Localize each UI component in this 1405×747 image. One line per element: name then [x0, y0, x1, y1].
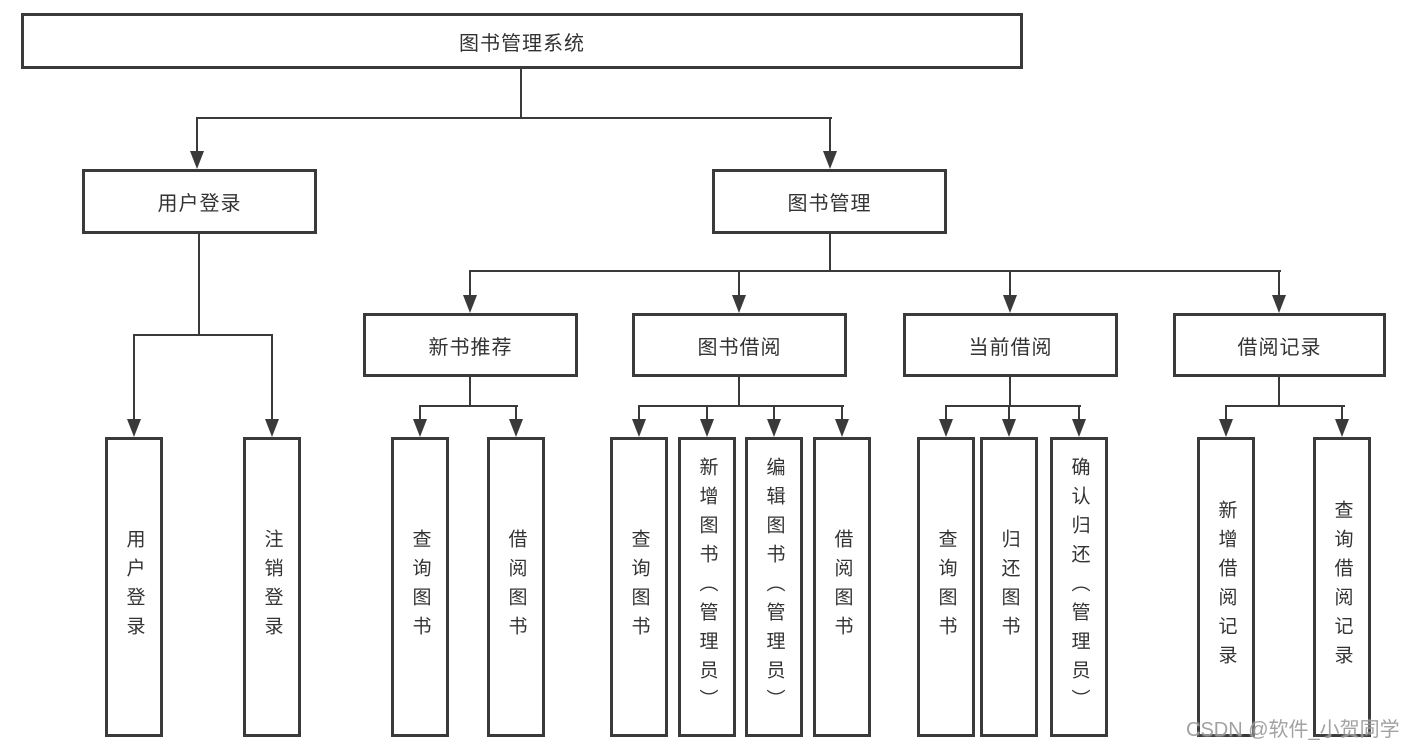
connector-line: [419, 405, 518, 407]
arrow-down-icon: [1335, 419, 1349, 437]
connector-line: [271, 334, 273, 420]
connector-line: [520, 68, 522, 118]
arrow-down-icon: [127, 419, 141, 437]
connector-line: [738, 376, 740, 407]
connector-line: [419, 405, 421, 420]
leaf-user-login: 用户登录: [105, 437, 163, 737]
arrow-down-icon: [767, 419, 781, 437]
arrow-down-icon: [835, 419, 849, 437]
connector-line: [515, 405, 517, 420]
connector-line: [1009, 270, 1011, 296]
connector-line: [738, 270, 740, 296]
connector-line: [945, 405, 1081, 407]
connector-line: [1008, 405, 1010, 420]
connector-line: [829, 117, 831, 152]
root-node: 图书管理系统: [21, 13, 1023, 69]
connector-line: [469, 270, 1281, 272]
node-book-borrowing: 图书借阅: [632, 313, 847, 377]
connector-line: [198, 233, 200, 336]
node-new-book-recommendation: 新书推荐: [363, 313, 578, 377]
leaf-add-book-admin: 新增图书（管理员）: [678, 437, 736, 737]
arrow-down-icon: [463, 295, 477, 313]
arrow-down-icon: [732, 295, 746, 313]
leaf-return-books: 归还图书: [980, 437, 1038, 737]
connector-line: [945, 405, 947, 420]
connector-line: [1225, 405, 1227, 420]
leaf-confirm-return-admin: 确认归还（管理员）: [1050, 437, 1108, 737]
connector-line: [841, 405, 843, 420]
connector-line: [773, 405, 775, 420]
leaf-query-borrow-record: 查询借阅记录: [1313, 437, 1371, 737]
leaf-borrow-books-recommend: 借阅图书: [487, 437, 545, 737]
leaf-logout: 注销登录: [243, 437, 301, 737]
connector-line: [1009, 376, 1011, 407]
arrow-down-icon: [413, 419, 427, 437]
leaf-query-books-borrowing: 查询图书: [610, 437, 668, 737]
leaf-query-books-recommend: 查询图书: [391, 437, 449, 737]
connector-line: [469, 376, 471, 407]
arrow-down-icon: [1003, 295, 1017, 313]
arrow-down-icon: [939, 419, 953, 437]
node-current-borrowing: 当前借阅: [903, 313, 1118, 377]
leaf-borrow-books-borrowing: 借阅图书: [813, 437, 871, 737]
connector-line: [1278, 376, 1280, 407]
leaf-edit-book-admin: 编辑图书（管理员）: [745, 437, 803, 737]
arrow-down-icon: [265, 419, 279, 437]
connector-line: [1225, 405, 1345, 407]
arrow-down-icon: [1002, 419, 1016, 437]
node-book-management: 图书管理: [712, 169, 947, 234]
arrow-down-icon: [1272, 295, 1286, 313]
connector-line: [133, 334, 273, 336]
connector-line: [638, 405, 844, 407]
arrow-down-icon: [632, 419, 646, 437]
watermark: CSDN @软件_小贺同学: [1186, 719, 1400, 741]
connector-line: [829, 233, 831, 272]
connector-line: [196, 117, 832, 119]
leaf-query-books-current: 查询图书: [917, 437, 975, 737]
connector-line: [196, 117, 198, 152]
node-borrowing-records: 借阅记录: [1173, 313, 1386, 377]
connector-line: [1278, 270, 1280, 296]
connector-line: [1341, 405, 1343, 420]
arrow-down-icon: [1072, 419, 1086, 437]
arrow-down-icon: [509, 419, 523, 437]
connector-line: [638, 405, 640, 420]
arrow-down-icon: [1219, 419, 1233, 437]
connector-line: [133, 334, 135, 420]
node-user-login: 用户登录: [82, 169, 317, 234]
arrow-down-icon: [190, 151, 204, 169]
connector-line: [706, 405, 708, 420]
arrow-down-icon: [823, 151, 837, 169]
leaf-add-borrow-record: 新增借阅记录: [1197, 437, 1255, 737]
arrow-down-icon: [700, 419, 714, 437]
connector-line: [469, 270, 471, 296]
connector-line: [1078, 405, 1080, 420]
